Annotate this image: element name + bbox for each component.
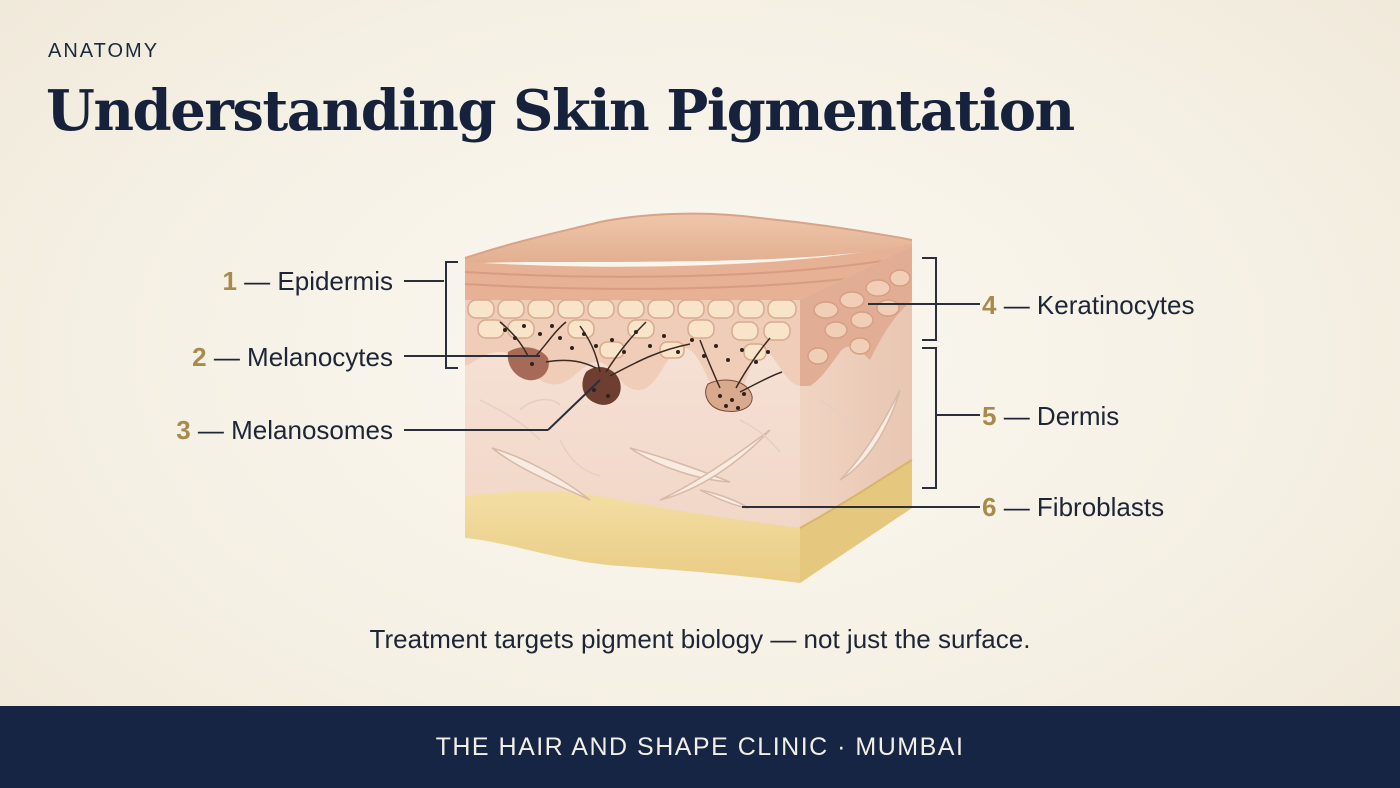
epidermis-layer [465, 244, 912, 300]
subcutaneous-fat-layer [465, 491, 800, 583]
label-melanocytes: 2 — Melanocytes [192, 342, 393, 372]
melanosome-granules [503, 324, 770, 410]
label-dermis: 5 — Dermis [982, 401, 1120, 431]
keratinocyte-cells [467, 299, 797, 361]
skin-top-surface [465, 213, 912, 264]
label-melanosomes: 3 — Melanosomes [176, 415, 393, 445]
leader-lines [404, 257, 980, 508]
footer-text: THE HAIR AND SHAPE CLINIC · MUMBAI [435, 732, 965, 761]
footer-bar: THE HAIR AND SHAPE CLINIC · MUMBAI [0, 706, 1400, 788]
eyebrow-label: ANATOMY [48, 40, 160, 62]
label-epidermis: 1 — Epidermis [222, 266, 393, 296]
melanocyte-dendrites [499, 321, 783, 393]
page-title: Understanding Skin Pigmentation [46, 78, 1075, 144]
label-keratinocytes: 4 — Keratinocytes [982, 290, 1195, 320]
label-fibroblasts: 6 — Fibroblasts [982, 492, 1165, 522]
fibroblast-cells [491, 389, 901, 509]
caption-text: Treatment targets pigment biology — not … [369, 624, 1031, 654]
